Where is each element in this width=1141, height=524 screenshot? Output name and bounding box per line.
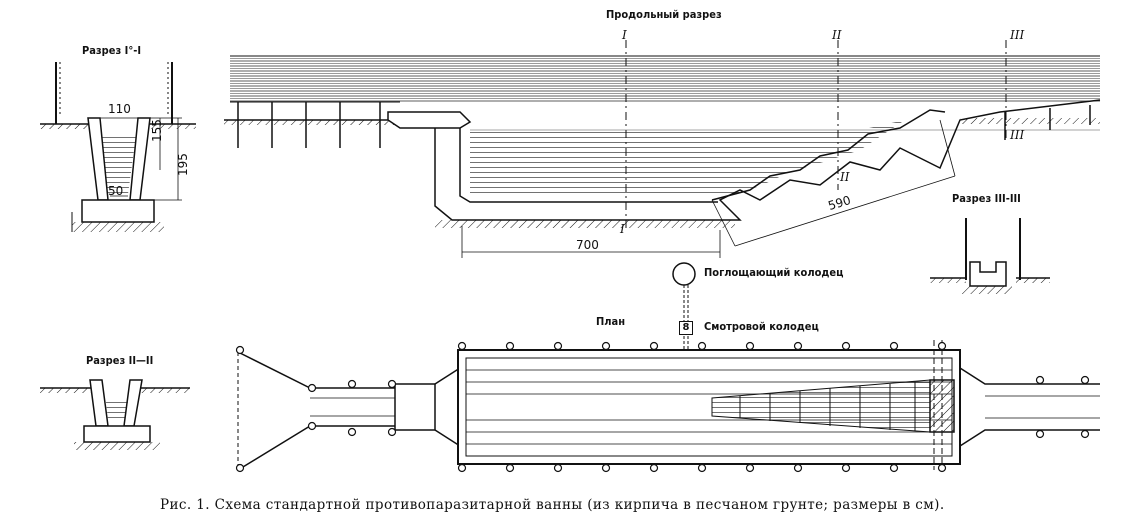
dim-bottom-width: 50 — [108, 184, 124, 198]
dim-top-width: 110 — [108, 102, 131, 116]
section-3-drawing — [930, 218, 1050, 294]
dim-depth-a: 155 — [150, 119, 164, 142]
section-mark-iii-top: III — [1010, 28, 1025, 42]
section-2-drawing — [40, 379, 190, 450]
section-mark-ii-bottom: II — [840, 170, 850, 184]
section-mark-iii-bottom: III — [1010, 128, 1025, 142]
section-mark-i-top: I — [622, 28, 627, 42]
longitudinal-section-drawing — [224, 40, 1101, 258]
plan-title: План — [596, 315, 626, 328]
section-1-title: Разрез I°-I — [82, 44, 142, 57]
plan-drawing — [235, 262, 1100, 473]
inspect-well-marker: 8 — [679, 321, 693, 335]
absorb-well-label: Поглощающий колодец — [704, 266, 844, 279]
dim-length: 700 — [576, 238, 599, 252]
section-mark-i-bottom: I — [620, 222, 625, 236]
section-3-title: Разрез III-III — [952, 192, 1021, 205]
section-mark-ii-top: II — [832, 28, 842, 42]
longitudinal-section-title: Продольный разрез — [606, 8, 722, 21]
figure-caption: Рис. 1. Схема стандартной противопаразит… — [160, 497, 945, 513]
section-2-title: Разрез II—II — [86, 354, 154, 367]
section-1-drawing — [40, 62, 196, 232]
inspect-well-label: Смотровой колодец — [704, 320, 819, 333]
dim-depth-b: 195 — [176, 153, 190, 176]
